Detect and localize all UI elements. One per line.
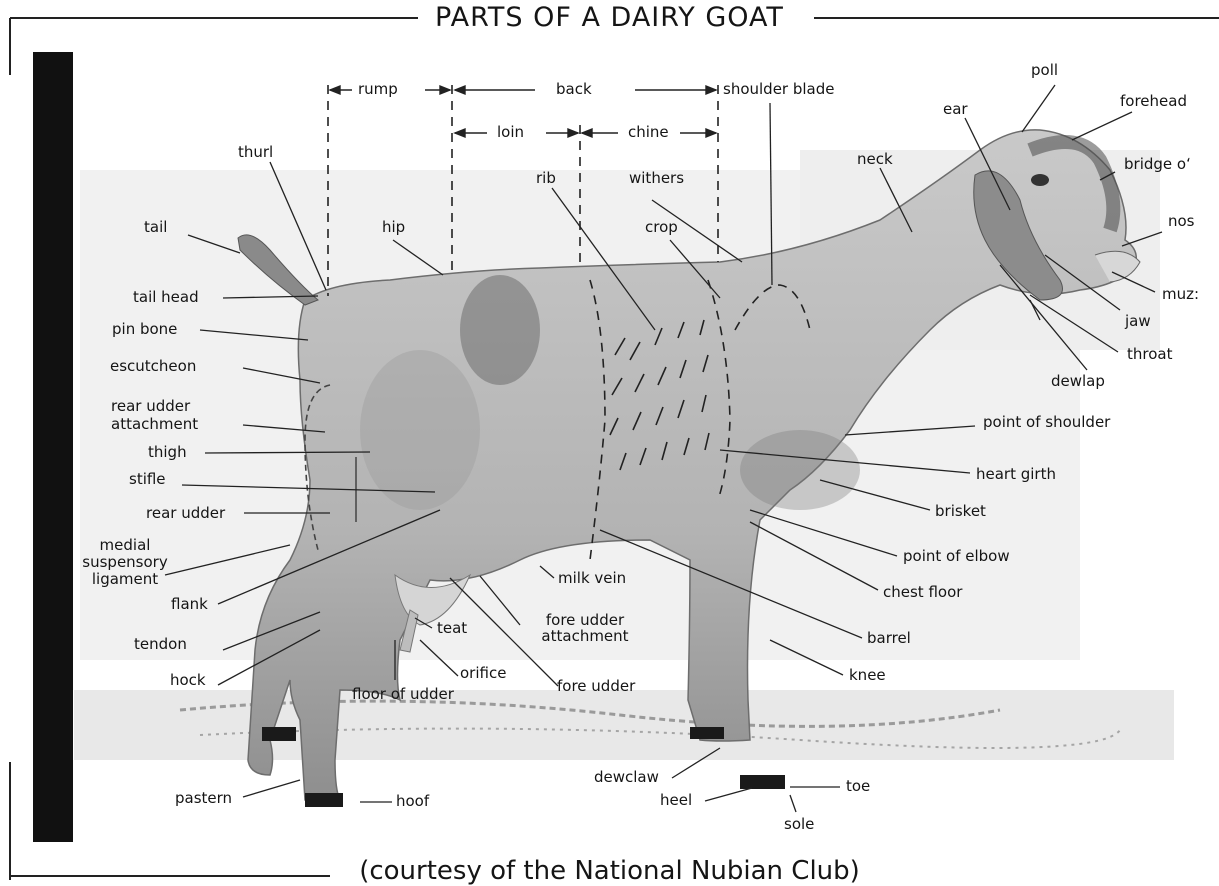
diagram-caption: (courtesy of the National Nubian Club) xyxy=(0,856,1219,886)
label-crop: crop xyxy=(645,219,678,236)
goat-eye xyxy=(1031,174,1049,186)
label-brisket: brisket xyxy=(935,503,986,520)
label-heart-girth: heart girth xyxy=(976,466,1056,483)
label-toe: toe xyxy=(846,778,870,795)
label-rib: rib xyxy=(536,170,556,187)
label-pastern: pastern xyxy=(175,790,232,807)
label-rump: rump xyxy=(358,81,398,98)
label-muzzle: muz: xyxy=(1162,286,1199,303)
label-ear: ear xyxy=(943,101,968,118)
label-fore-udder: fore udder xyxy=(557,678,635,695)
label-loin: loin xyxy=(497,124,524,141)
label-fore-udder-attachment: fore udder attachment xyxy=(525,612,645,644)
ground-strip xyxy=(74,690,1174,760)
label-back: back xyxy=(556,81,592,98)
label-stifle: stifle xyxy=(129,471,166,488)
label-withers: withers xyxy=(629,170,684,187)
hoof-front xyxy=(740,775,785,789)
label-orifice: orifice xyxy=(460,665,506,682)
label-chine: chine xyxy=(628,124,669,141)
label-neck: neck xyxy=(857,151,893,168)
label-point-of-shoulder: point of shoulder xyxy=(983,414,1110,431)
label-thurl: thurl xyxy=(238,144,273,161)
label-sole: sole xyxy=(784,816,814,833)
label-rear-udder: rear udder xyxy=(146,505,225,522)
label-poll: poll xyxy=(1031,62,1058,79)
left-black-bar xyxy=(33,52,73,842)
label-point-of-elbow: point of elbow xyxy=(903,548,1010,565)
label-dewclaw: dewclaw xyxy=(594,769,659,786)
hoof-rear xyxy=(305,793,343,807)
label-shoulder-blade: shoulder blade xyxy=(723,81,835,98)
label-pin-bone: pin bone xyxy=(112,321,177,338)
label-heel: heel xyxy=(660,792,692,809)
label-escutcheon: escutcheon xyxy=(110,358,196,375)
label-hock: hock xyxy=(170,672,206,689)
label-chest-floor: chest floor xyxy=(883,584,962,601)
label-nose: nos xyxy=(1168,213,1195,230)
label-flank: flank xyxy=(171,596,208,613)
label-dewlap: dewlap xyxy=(1051,373,1105,390)
label-teat: teat xyxy=(437,620,467,637)
diagram-title: PARTS OF A DAIRY GOAT xyxy=(0,2,1219,33)
label-tendon: tendon xyxy=(134,636,187,653)
label-knee: knee xyxy=(849,667,886,684)
label-hoof: hoof xyxy=(396,793,429,810)
label-barrel: barrel xyxy=(867,630,911,647)
label-bridge-of-nose: bridge oʻ xyxy=(1124,156,1191,173)
label-throat: throat xyxy=(1127,346,1172,363)
label-rear-udder-attachment: rear udder attachment xyxy=(111,397,241,433)
label-tail: tail xyxy=(144,219,167,236)
label-medial-suspensory-ligament: medial suspensory ligament xyxy=(80,537,170,588)
label-jaw: jaw xyxy=(1125,313,1151,330)
label-floor-of-udder: floor of udder xyxy=(352,686,454,703)
label-milk-vein: milk vein xyxy=(558,570,626,587)
label-forehead: forehead xyxy=(1120,93,1187,110)
label-thigh: thigh xyxy=(148,444,187,461)
label-hip: hip xyxy=(382,219,405,236)
label-tail-head: tail head xyxy=(133,289,199,306)
